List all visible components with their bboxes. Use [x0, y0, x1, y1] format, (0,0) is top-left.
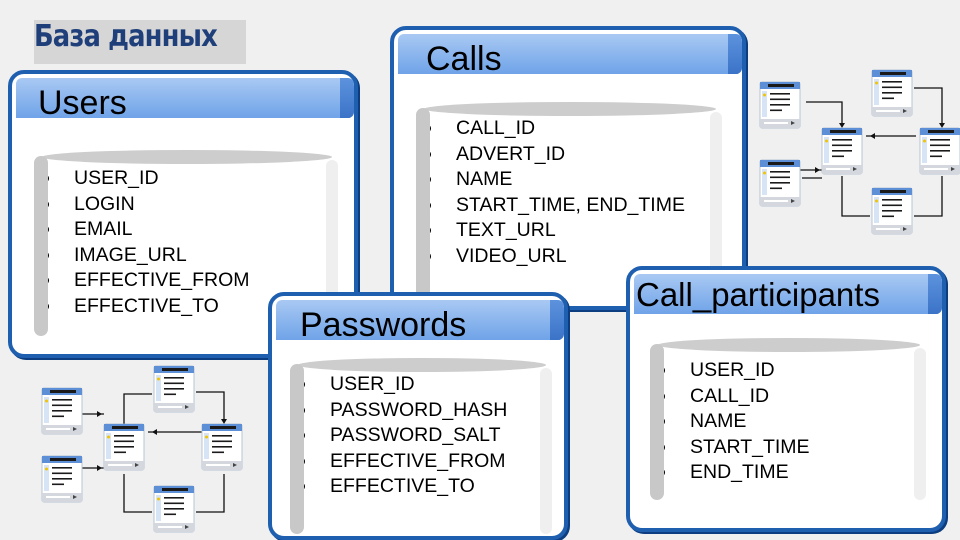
- arrow-head-icon: [221, 419, 227, 424]
- mini-table-icon: [153, 365, 195, 413]
- field-item: ADVERT_ID: [422, 142, 685, 168]
- relation-line: [123, 393, 152, 424]
- field-item: IMAGE_URL: [40, 243, 250, 269]
- passwords-table-card: Passwords USER_ID PASSWORD_HASH PASSWORD…: [268, 292, 568, 540]
- passwords-table-header: [276, 300, 564, 340]
- field-item: EFFECTIVE_FROM: [296, 449, 507, 475]
- arrow-head-icon: [152, 429, 157, 435]
- mini-table-icon: [871, 69, 913, 117]
- calls-table-card: Calls CALL_ID ADVERT_ID NAME START_TIME,…: [390, 26, 746, 310]
- arrow-head-icon: [815, 167, 820, 173]
- arrow-head-icon: [97, 411, 102, 417]
- arrow-head-icon: [97, 465, 102, 471]
- field-item: EFFECTIVE_TO: [296, 474, 507, 500]
- mini-table-icon: [201, 423, 243, 471]
- field-item: START_TIME, END_TIME: [422, 193, 685, 219]
- relation-line: [196, 474, 225, 513]
- passwords-field-list-panel: USER_ID PASSWORD_HASH PASSWORD_SALT EFFE…: [290, 358, 552, 534]
- calls-table-title: Calls: [426, 40, 502, 78]
- field-item: END_TIME: [656, 460, 810, 486]
- relation-line: [914, 176, 943, 217]
- calls-table-header: [398, 34, 742, 74]
- mini-table-icon: [759, 159, 801, 207]
- mini-table-icon: [871, 187, 913, 235]
- call-participants-field-list: USER_ID CALL_ID NAME START_TIME END_TIME: [656, 358, 810, 486]
- relation-line: [806, 101, 843, 126]
- call-participants-table-card: Call_participants USER_ID CALL_ID NAME S…: [626, 266, 946, 532]
- field-item: USER_ID: [40, 166, 250, 192]
- field-item: EMAIL: [40, 217, 250, 243]
- mini-table-icon: [41, 455, 83, 503]
- users-table-header: [16, 78, 354, 118]
- users-table-title: Users: [38, 84, 127, 122]
- field-item: TEXT_URL: [422, 218, 685, 244]
- call-participants-table-title: Call_participants: [636, 276, 880, 313]
- page-title-background: [34, 20, 246, 64]
- field-item: NAME: [422, 167, 685, 193]
- field-item: USER_ID: [656, 358, 810, 384]
- mini-table-icon: [821, 127, 863, 175]
- arrow-head-icon: [939, 123, 945, 128]
- field-item: PASSWORD_HASH: [296, 398, 507, 424]
- page-title: База данных: [34, 19, 218, 54]
- relation-line: [196, 391, 225, 422]
- field-item: PASSWORD_SALT: [296, 423, 507, 449]
- field-item: START_TIME: [656, 435, 810, 461]
- mini-table-icon: [41, 387, 83, 435]
- field-item: CALL_ID: [656, 384, 810, 410]
- mini-table-icon: [153, 485, 195, 533]
- relation-line: [914, 87, 943, 124]
- relation-line: [841, 176, 870, 217]
- field-item: CALL_ID: [422, 116, 685, 142]
- call-participants-table-header: [634, 274, 942, 314]
- field-item: USER_ID: [296, 372, 507, 398]
- calls-field-list: CALL_ID ADVERT_ID NAME START_TIME, END_T…: [422, 116, 685, 269]
- arrow-head-icon: [870, 133, 875, 139]
- mini-table-icon: [759, 81, 801, 129]
- database-schema-icon: [41, 365, 243, 533]
- field-item: EFFECTIVE_FROM: [40, 268, 250, 294]
- passwords-field-list: USER_ID PASSWORD_HASH PASSWORD_SALT EFFE…: [296, 372, 507, 500]
- calls-field-list-panel: CALL_ID ADVERT_ID NAME START_TIME, END_T…: [416, 102, 722, 298]
- database-schema-icon: [759, 69, 960, 235]
- field-item: LOGIN: [40, 192, 250, 218]
- users-field-list: USER_ID LOGIN EMAIL IMAGE_URL EFFECTIVE_…: [40, 166, 250, 319]
- arrow-head-icon: [839, 123, 845, 128]
- mini-table-icon: [103, 423, 145, 471]
- field-item: NAME: [656, 409, 810, 435]
- field-item: EFFECTIVE_TO: [40, 294, 250, 320]
- call-participants-field-list-panel: USER_ID CALL_ID NAME START_TIME END_TIME: [650, 338, 926, 500]
- passwords-table-title: Passwords: [300, 306, 467, 344]
- mini-table-icon: [919, 127, 960, 175]
- relation-line: [123, 474, 152, 513]
